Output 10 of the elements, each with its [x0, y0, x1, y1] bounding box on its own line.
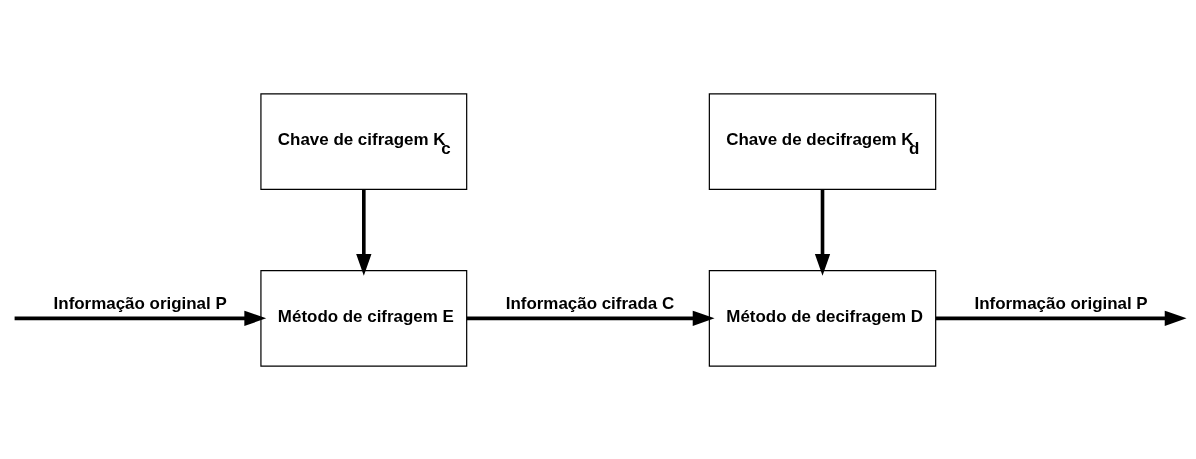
arrow [14, 310, 267, 326]
edge-label: Informação original P [53, 293, 227, 313]
edge-label: Informação cifrada C [505, 293, 675, 313]
edge-label: Informação original P [974, 293, 1148, 313]
arrow [466, 310, 715, 326]
arrow [935, 310, 1187, 326]
arrow [814, 189, 831, 276]
node-box: Método de cifragem E [260, 269, 468, 367]
arrow [356, 189, 372, 276]
node-box: Método de decifragem D [708, 269, 937, 367]
